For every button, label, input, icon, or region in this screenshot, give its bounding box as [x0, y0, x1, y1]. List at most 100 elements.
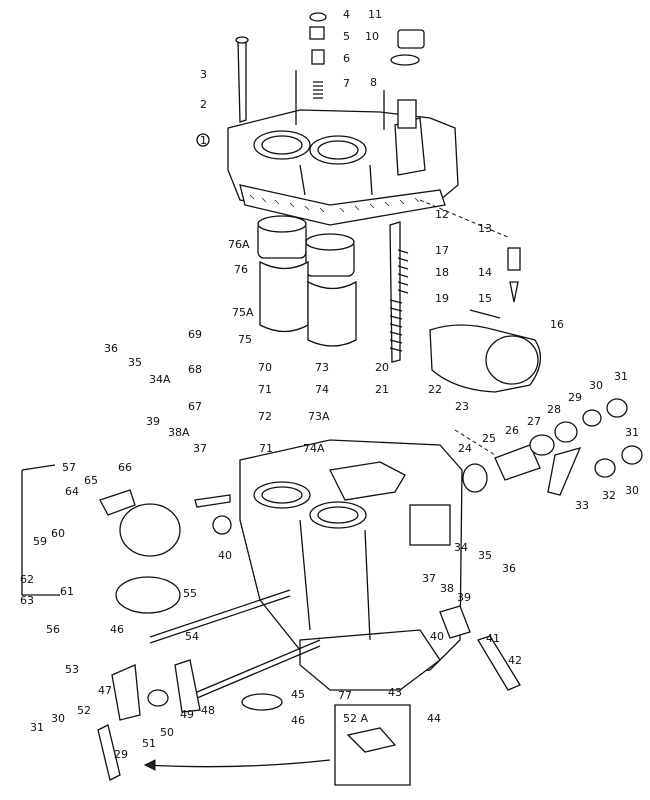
label-77: 77 — [338, 689, 352, 702]
label-34: 34 — [454, 541, 468, 554]
label-27: 27 — [527, 415, 541, 428]
label-71b: 71 — [259, 442, 273, 455]
label-32: 32 — [602, 489, 616, 502]
label-19: 19 — [435, 292, 449, 305]
label-61: 61 — [60, 585, 74, 598]
label-51: 51 — [142, 737, 156, 750]
label-37b: 37 — [422, 572, 436, 585]
label-29b: 29 — [114, 748, 128, 761]
label-65: 65 — [84, 474, 98, 487]
carburetor-body — [239, 439, 463, 691]
label-26: 26 — [505, 424, 519, 437]
label-42: 42 — [508, 654, 522, 667]
label-36: 36 — [104, 342, 118, 355]
label-38A: 38A — [168, 426, 190, 439]
label-3: 3 — [200, 68, 207, 81]
label-73A: 73A — [308, 410, 330, 423]
label-44: 44 — [427, 712, 441, 725]
label-72: 72 — [258, 410, 272, 423]
accelerator-pump-group — [21, 464, 232, 614]
label-66: 66 — [118, 461, 132, 474]
label-76: 76 — [234, 263, 248, 276]
label-31: 31 — [614, 370, 628, 383]
part-labels: 4 5 6 7 8 10 11 3 2 1 12 13 17 18 14 19 … — [20, 8, 639, 761]
label-62: 62 — [20, 573, 34, 586]
label-54: 54 — [185, 630, 199, 643]
label-56: 56 — [46, 623, 60, 636]
label-71: 71 — [258, 383, 272, 396]
label-40: 40 — [218, 549, 232, 562]
label-18: 18 — [435, 266, 449, 279]
label-4: 4 — [343, 8, 350, 21]
label-73: 73 — [315, 361, 329, 374]
label-7: 7 — [343, 77, 350, 90]
label-67: 67 — [188, 400, 202, 413]
inset-52a — [143, 704, 411, 786]
label-39: 39 — [146, 415, 160, 428]
top-small-parts — [235, 12, 425, 130]
choke-linkage-group — [439, 398, 643, 691]
label-5: 5 — [343, 30, 350, 43]
label-24: 24 — [458, 442, 472, 455]
label-52: 52 — [77, 704, 91, 717]
label-38: 38 — [440, 582, 454, 595]
label-64: 64 — [65, 485, 79, 498]
label-8: 8 — [370, 76, 377, 89]
label-68: 68 — [188, 363, 202, 376]
label-28: 28 — [547, 403, 561, 416]
label-35b: 35 — [478, 549, 492, 562]
label-41: 41 — [486, 632, 500, 645]
label-10: 10 — [365, 30, 379, 43]
label-23: 23 — [455, 400, 469, 413]
label-46: 46 — [110, 623, 124, 636]
label-76A: 76A — [228, 238, 250, 251]
label-14: 14 — [478, 266, 492, 279]
label-34A: 34A — [149, 373, 171, 386]
label-48: 48 — [201, 704, 215, 717]
label-20: 20 — [375, 361, 389, 374]
label-15: 15 — [478, 292, 492, 305]
label-74: 74 — [315, 383, 329, 396]
label-16: 16 — [550, 318, 564, 331]
guide-line — [419, 199, 511, 239]
label-59: 59 — [33, 535, 47, 548]
label-1: 1 — [200, 134, 207, 147]
label-43: 43 — [388, 686, 402, 699]
label-11: 11 — [368, 8, 382, 21]
venturi-chokes — [257, 215, 357, 347]
label-6: 6 — [343, 52, 350, 65]
label-70: 70 — [258, 361, 272, 374]
label-57: 57 — [62, 461, 76, 474]
label-37: 37 — [193, 442, 207, 455]
label-12: 12 — [435, 208, 449, 221]
label-40b: 40 — [430, 630, 444, 643]
label-30c: 30 — [51, 712, 65, 725]
label-2: 2 — [200, 98, 207, 111]
label-49: 49 — [180, 708, 194, 721]
label-29: 29 — [568, 391, 582, 404]
label-47: 47 — [98, 684, 112, 697]
label-52A: 52 A — [343, 712, 368, 725]
label-36b: 36 — [502, 562, 516, 575]
label-53: 53 — [65, 663, 79, 676]
label-21: 21 — [375, 383, 389, 396]
label-39b: 39 — [457, 591, 471, 604]
label-46b: 46 — [291, 714, 305, 727]
throttle-linkage — [97, 589, 321, 781]
label-17: 17 — [435, 244, 449, 257]
label-60: 60 — [51, 527, 65, 540]
label-69: 69 — [188, 328, 202, 341]
label-63: 63 — [20, 594, 34, 607]
label-30b: 30 — [625, 484, 639, 497]
carburetor-cover — [227, 99, 459, 226]
label-74A: 74A — [303, 442, 325, 455]
label-55: 55 — [183, 587, 197, 600]
label-35: 35 — [128, 356, 142, 369]
guide-line — [454, 429, 496, 456]
label-50: 50 — [160, 726, 174, 739]
label-75A: 75A — [232, 306, 254, 319]
label-75: 75 — [238, 333, 252, 346]
label-13: 13 — [478, 222, 492, 235]
